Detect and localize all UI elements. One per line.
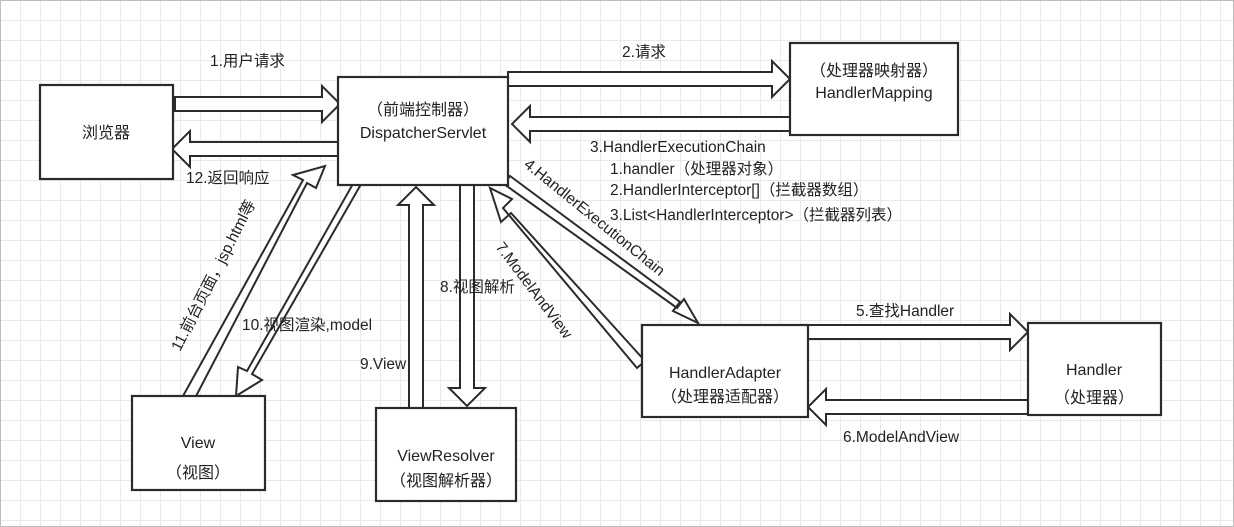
adapter-label-cn: （处理器适配器）: [661, 388, 789, 406]
node-handler: Handler （处理器）: [1026, 321, 1163, 417]
arrow-return-response: [170, 128, 341, 170]
node-view: View （视图）: [130, 394, 267, 492]
step-12-label: 12.返回响应: [186, 168, 270, 187]
handler-label-en: Handler: [1066, 362, 1123, 379]
step-1-label: 1.用户请求: [210, 52, 285, 70]
mapping-label-en: HandlerMapping: [815, 85, 932, 102]
step-6-label: 6.ModelAndView: [843, 429, 960, 446]
view-label-en: View: [181, 435, 216, 452]
handler-label-cn: （处理器）: [1054, 389, 1134, 407]
browser-label: 浏览器: [82, 124, 130, 142]
arrow-view-return: [395, 185, 437, 409]
node-handler-adapter: HandlerAdapter （处理器适配器）: [640, 323, 810, 419]
arrow-execution-chain-to-adapter: [502, 174, 701, 326]
arrow-model-and-view-to-dispatcher: [488, 186, 647, 370]
arrow-view-render: [234, 180, 362, 398]
node-view-resolver: ViewResolver （视图解析器）: [374, 406, 518, 503]
view-resolver-label-en: ViewResolver: [397, 448, 495, 465]
node-handler-mapping: （处理器映射器） HandlerMapping: [788, 41, 960, 137]
dispatcher-label-en: DispatcherServlet: [360, 125, 487, 142]
dispatcher-label-cn: （前端控制器）: [367, 101, 479, 119]
step-9-label: 9.View: [360, 356, 407, 373]
step-3-item-3: 3.List<HandlerInterceptor>（拦截器列表）: [610, 206, 902, 224]
step-3-item-2: 2.HandlerInterceptor[]（拦截器数组）: [610, 181, 868, 199]
arrow-execution-chain-return: [510, 103, 791, 145]
arrow-front-page: [181, 164, 327, 402]
adapter-label-en: HandlerAdapter: [669, 365, 782, 382]
step-5-label: 5.查找Handler: [856, 302, 954, 320]
view-label-cn: （视图）: [166, 464, 230, 482]
step-8-label: 8.视图解析: [440, 278, 515, 296]
mapping-label-cn: （处理器映射器）: [810, 62, 938, 80]
arrow-user-request: [174, 83, 342, 125]
arrow-find-handler: [807, 311, 1030, 353]
node-dispatcher-servlet: （前端控制器） DispatcherServlet: [336, 75, 510, 187]
arrow-request-to-mapping: [507, 58, 792, 100]
arrow-view-resolve: [446, 184, 488, 408]
arrow-model-and-view-return: [806, 386, 1029, 428]
step-10-label: 10.视图渲染,model: [242, 316, 372, 334]
view-resolver-label-cn: （视图解析器）: [390, 472, 502, 490]
step-2-label: 2.请求: [622, 43, 666, 61]
node-browser: 浏览器: [38, 83, 175, 181]
step-3-item-1: 1.handler（处理器对象）: [610, 160, 783, 178]
step-3-label: 3.HandlerExecutionChain: [590, 139, 766, 156]
